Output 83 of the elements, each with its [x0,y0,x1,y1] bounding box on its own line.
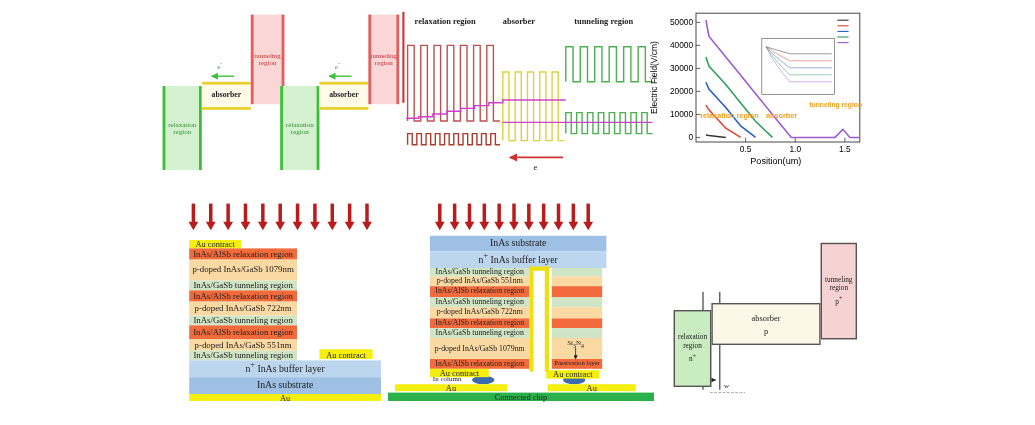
contact-metal-layer [529,266,549,372]
layer-bar [551,286,603,298]
region-label: Au [586,383,597,392]
metal-layer [189,240,241,249]
tick-label: 30000 [669,63,694,74]
region-label: Au contract [195,240,235,249]
metal-layer [546,370,600,379]
region-label: Au [279,393,291,402]
layer-bar [430,318,530,329]
layer-bar [551,268,603,277]
energy-band-region [319,81,369,110]
layer-bar [189,280,297,291]
text-label: tunneling region [574,17,634,26]
layer-bar [551,307,603,319]
layer-bar [189,339,297,351]
layer-bar [189,360,381,378]
tick-label: 0.5 [739,143,752,154]
layer-bar [189,290,297,302]
region-label: InAs/AlSb relaxation region [193,249,294,259]
layer-bar [430,297,530,308]
energy-band-region [201,81,251,110]
energy-band-region [162,86,202,170]
layer-bar [551,276,603,287]
region-label: p-doped InAs/GaSb 1079nm [192,265,294,275]
energy-band-region [368,14,400,105]
text-label: e [533,163,538,172]
layer-bar [430,359,530,369]
region-label: Au contract [326,349,366,359]
energy-band-region [820,242,857,340]
region-label: InAs/GaSb tunneling region [193,281,293,290]
energy-band-region [673,310,712,387]
metal-layer [319,349,373,359]
region-label: n$^{+}$ InAs buffer layer [478,253,558,267]
layer-bar [189,301,297,316]
layer-bar [189,377,381,394]
energy-band-region [711,303,821,345]
region-label: InAs substrate [256,380,314,391]
axis-title: Position(um) [750,156,802,167]
layer-bar [430,307,530,319]
energy-band-region [250,14,285,105]
text-label: relaxation region [414,17,476,26]
layer-bar [189,325,297,340]
layer-bar [430,276,530,287]
layer-bar [430,286,530,298]
region-label: Au [445,383,457,392]
tick-label: 10000 [669,109,694,120]
metal-layer [547,384,636,392]
region-label: p-doped InAs/GaSb 722nm [194,304,292,313]
tick-label: 40000 [669,40,694,51]
region-label: InAs/AlSb relaxation region [193,291,294,301]
axis-title: Electric Field(V/cm) [648,41,659,114]
chip-layer [388,392,654,401]
tick-label: 20000 [669,86,694,97]
text-label: absorber [502,17,535,26]
tick-label: 1.5 [839,143,851,154]
layer-bar [430,235,607,252]
tick-label: 1.0 [789,143,802,154]
region-label: InAs substrate [490,238,547,249]
region-label: p-doped InAs/GaSb 551nm [194,340,292,350]
layer-bar [430,251,607,268]
layer-bar [551,318,603,329]
region-label: InAs/GaSb tunneling region [193,316,293,325]
region-label: n$^{+}$ InAs buffer layer [245,362,325,376]
tick-label: 0 [688,132,694,143]
region-label: InAs/GaSb tunneling region [193,351,293,360]
layer-bar [189,259,297,281]
metal-layer [395,384,507,392]
tick-label: 50000 [669,17,694,28]
layer-bar [189,248,297,260]
layer-bar [551,297,603,308]
layer-bar [551,328,603,338]
layer-bar [430,328,530,338]
layer-bar [189,350,297,361]
region-label: Connected chip [494,392,548,401]
region-label: Au contract [553,370,593,379]
doping-label: p [763,326,769,335]
energy-band-region [280,86,320,170]
region-label: absorber [751,313,781,322]
metal-layer [189,394,381,401]
layer-bar [551,338,603,359]
layer-bar [189,315,297,326]
region-label: InAs/AlSb relaxation region [193,328,294,337]
layer-bar [430,338,530,359]
